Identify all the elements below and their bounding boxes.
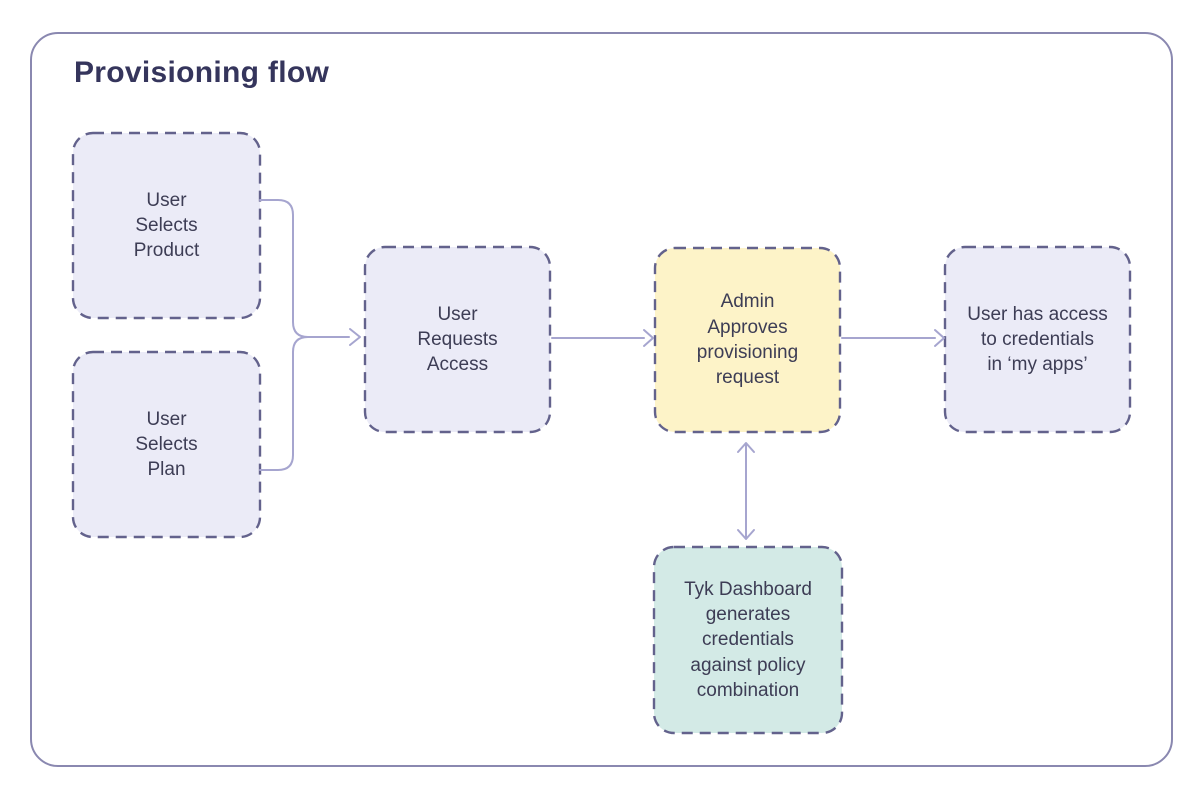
- connector-plan-to-junction: [259, 336, 309, 471]
- node-tyk-dashboard: [652, 545, 844, 735]
- node-user-selects-product: [71, 131, 262, 320]
- node-user-selects-plan: [71, 350, 262, 539]
- arrowhead-into-access-icon: [934, 329, 945, 347]
- connector-product-to-junction: [259, 199, 350, 338]
- node-admin-approves: [653, 246, 842, 434]
- node-user-requests-access: [363, 245, 552, 434]
- diagram-title: Provisioning flow: [74, 56, 330, 89]
- arrowhead-up-into-admin-icon: [737, 442, 755, 453]
- arrowhead-down-into-dashboard-icon: [737, 529, 755, 540]
- node-user-has-access: [943, 245, 1132, 434]
- arrowhead-into-requests-access-icon: [349, 328, 361, 346]
- arrowhead-into-admin-icon: [643, 329, 654, 347]
